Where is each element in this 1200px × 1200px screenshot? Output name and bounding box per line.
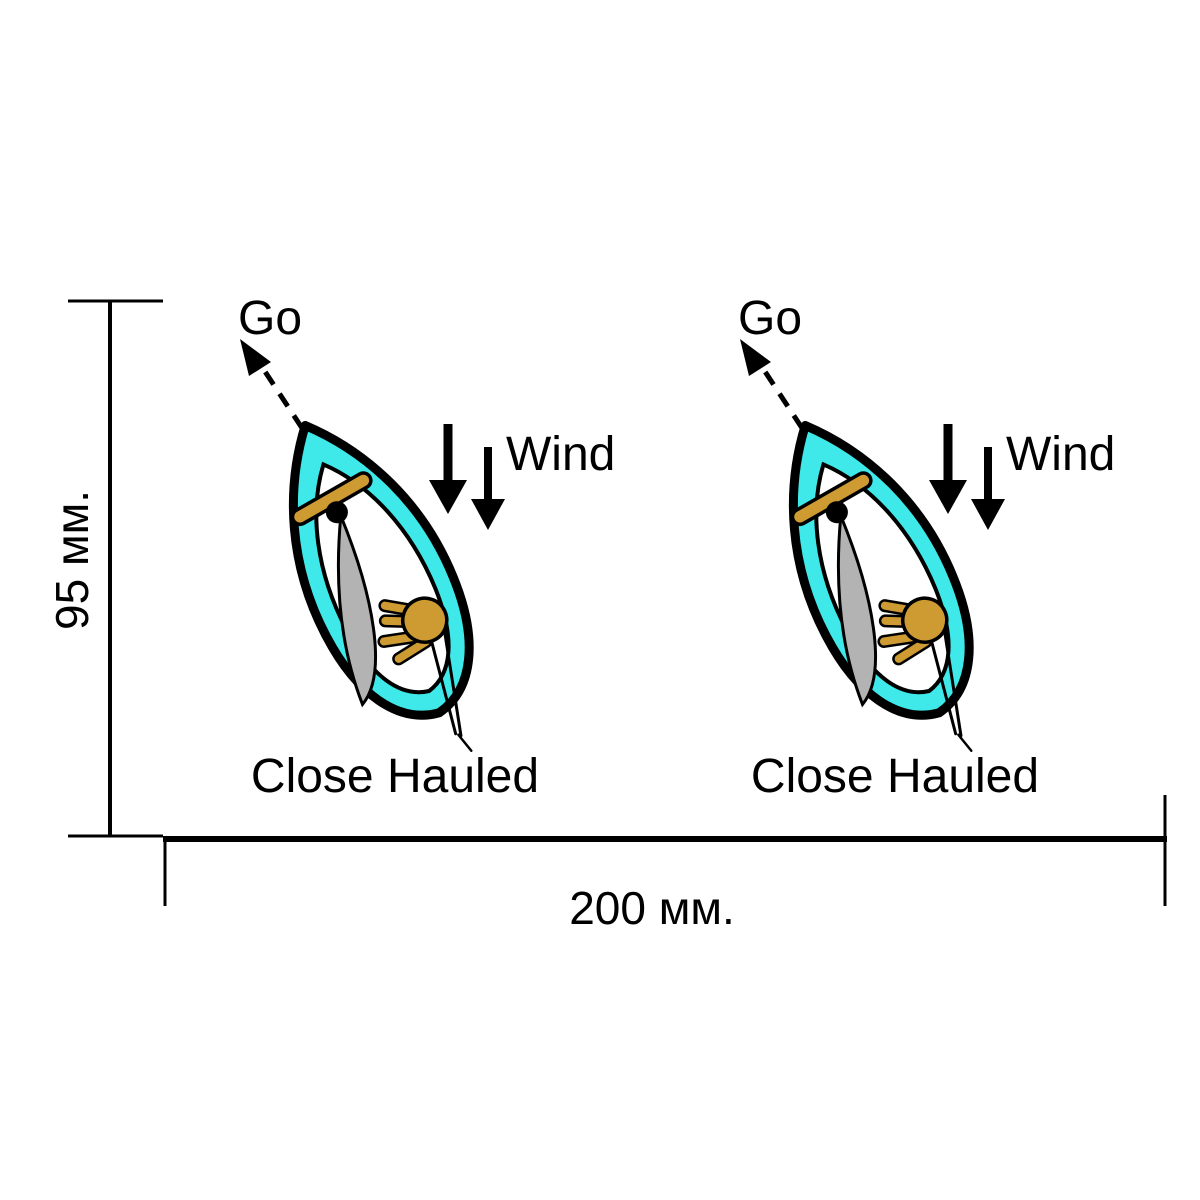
wind-label-right: Wind [1006,428,1115,481]
dimension-lines [68,299,1167,906]
caption-right: Close Hauled [751,750,1039,803]
boat-diagram-right [740,339,1023,786]
width-dimension-label: 200 мм. [569,882,735,934]
wind-label-left: Wind [506,428,615,481]
caption-left: Close Hauled [251,750,539,803]
boat-diagram-left [240,339,523,786]
height-dimension-label: 95 мм. [46,490,98,630]
go-label-left: Go [238,292,302,345]
go-label-right: Go [738,292,802,345]
